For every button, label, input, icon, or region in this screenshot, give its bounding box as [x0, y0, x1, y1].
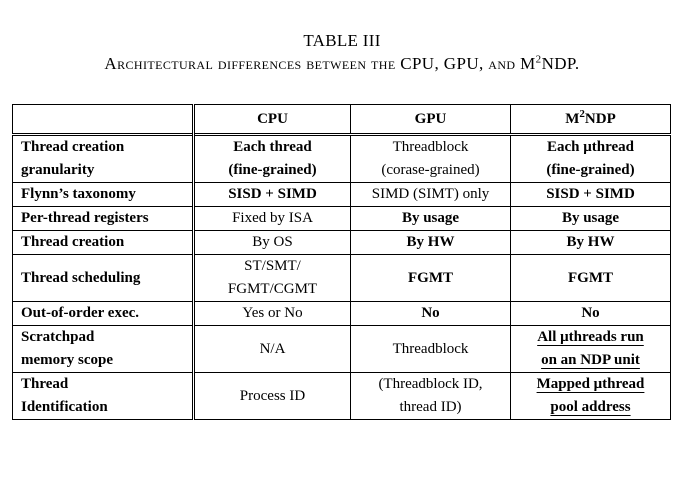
- cell-gpu: (Threadblock ID,thread ID): [350, 372, 511, 420]
- cell-m2ndp: FGMT: [510, 254, 671, 302]
- cell-gpu: Threadblock(corase-grained): [350, 133, 511, 183]
- table-row: Thread scheduling ST/SMT/FGMT/CGMT FGMT …: [12, 254, 671, 302]
- cell-cpu: Yes or No: [193, 301, 351, 326]
- header-cpu: CPU: [193, 104, 351, 135]
- cell-gpu: Threadblock: [350, 325, 511, 373]
- table-title: Architectural differences between the CP…: [104, 53, 580, 73]
- cell-cpu: Fixed by ISA: [193, 206, 351, 231]
- cell-cpu: By OS: [193, 230, 351, 255]
- table-row: Thread creation By OS By HW By HW: [12, 230, 671, 255]
- cell-m2ndp: No: [510, 301, 671, 326]
- cell-cpu: SISD + SIMD: [193, 182, 351, 207]
- cell-m2ndp: SISD + SIMD: [510, 182, 671, 207]
- header-gpu: GPU: [350, 104, 511, 135]
- cell-gpu: No: [350, 301, 511, 326]
- cell-gpu: FGMT: [350, 254, 511, 302]
- row-label: Per-thread registers: [12, 206, 195, 231]
- cell-gpu: By usage: [350, 206, 511, 231]
- cell-m2ndp: By HW: [510, 230, 671, 255]
- cell-cpu: ST/SMT/FGMT/CGMT: [193, 254, 351, 302]
- cell-cpu: Each thread(fine-grained): [193, 133, 351, 183]
- row-label: Thread scheduling: [12, 254, 195, 302]
- row-label: Thread creation: [12, 230, 195, 255]
- cell-gpu: By HW: [350, 230, 511, 255]
- row-label: Out-of-order exec.: [12, 301, 195, 326]
- cell-gpu: SIMD (SIMT) only: [350, 182, 511, 207]
- cell-m2ndp: Each μthread(fine-grained): [510, 133, 671, 183]
- header-row: CPU GPU M2NDP: [12, 104, 671, 135]
- cell-cpu: Process ID: [193, 372, 351, 420]
- cell-m2ndp: By usage: [510, 206, 671, 231]
- header-m2ndp: M2NDP: [510, 104, 671, 135]
- table-row: Per-thread registers Fixed by ISA By usa…: [12, 206, 671, 231]
- table-row: Out-of-order exec. Yes or No No No: [12, 301, 671, 326]
- header-corner: [12, 104, 195, 135]
- row-label: Flynn’s taxonomy: [12, 182, 195, 207]
- table-number: TABLE III: [303, 31, 381, 50]
- cell-cpu: N/A: [193, 325, 351, 373]
- table-row: Flynn’s taxonomy SISD + SIMD SIMD (SIMT)…: [12, 182, 671, 207]
